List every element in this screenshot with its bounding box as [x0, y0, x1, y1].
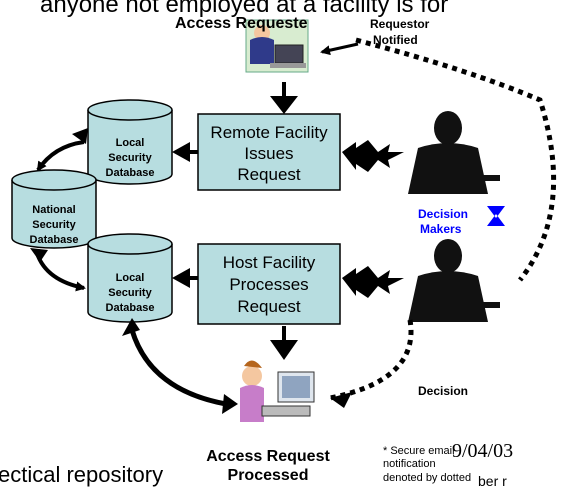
local-bottom-line2: Security: [108, 287, 152, 299]
person-at-computer-icon: [245, 19, 309, 73]
requestor-notified-line2: Notified: [373, 33, 418, 47]
access-processed-line1: Access Request: [206, 448, 330, 465]
legend-star-icon: [487, 206, 505, 226]
local-security-db-top: Local Security Database: [87, 99, 173, 185]
footnote-line3: denoted by dotted: [383, 472, 471, 484]
executive-silhouette-icon: [408, 239, 500, 322]
local-top-line1: Local: [116, 137, 145, 149]
decision-makers-line1: Decision: [418, 207, 468, 221]
national-line2: Security: [32, 219, 76, 231]
footnote-overflow: ber r: [478, 473, 507, 487]
footnote-date: 9/04/03: [452, 440, 513, 462]
six-point-star-icon: [342, 140, 404, 172]
decision-makers-line2: Makers: [420, 222, 462, 236]
top-banner-text: anyone not employed at a facility is for: [40, 0, 448, 18]
remote-line3: Request: [237, 165, 301, 184]
dotted-notify-path-outer: [355, 37, 557, 282]
bottom-left-text: ectical repository: [0, 462, 163, 487]
notified-arrow: [320, 42, 359, 56]
local-bottom-line3: Database: [106, 302, 155, 314]
host-facility-box: Host Facility Processes Request: [197, 243, 341, 325]
host-line1: Host Facility: [223, 253, 316, 272]
remote-line2: Issues: [244, 144, 293, 163]
access-requested-label: Access Requeste: [175, 15, 308, 32]
national-line3: Database: [30, 234, 79, 246]
footnote-line2: notification: [383, 458, 436, 470]
local-security-db-bottom: Local Security Database: [87, 233, 173, 323]
local-bottom-line1: Local: [116, 272, 145, 284]
host-line2: Processes: [229, 275, 308, 294]
remote-line1: Remote Facility: [210, 123, 328, 142]
local-top-line2: Security: [108, 152, 152, 164]
executive-silhouette-icon: [408, 111, 500, 194]
dotted-decision-path: [329, 319, 414, 401]
host-line3: Request: [237, 297, 301, 316]
footnote-line1: * Secure email: [383, 445, 455, 457]
db-arrow-upper: [36, 140, 85, 172]
operator-at-computer-icon: [240, 360, 315, 422]
local-top-line3: Database: [106, 167, 155, 179]
remote-facility-box: Remote Facility Issues Request: [197, 113, 341, 191]
access-processed-line2: Processed: [228, 467, 309, 484]
national-security-db: National Security Database: [11, 169, 97, 249]
national-line1: National: [32, 204, 75, 216]
decision-label: Decision: [418, 384, 468, 398]
requestor-notified-line1: Requestor: [370, 17, 430, 31]
db-to-operator-arrow: [129, 329, 227, 407]
